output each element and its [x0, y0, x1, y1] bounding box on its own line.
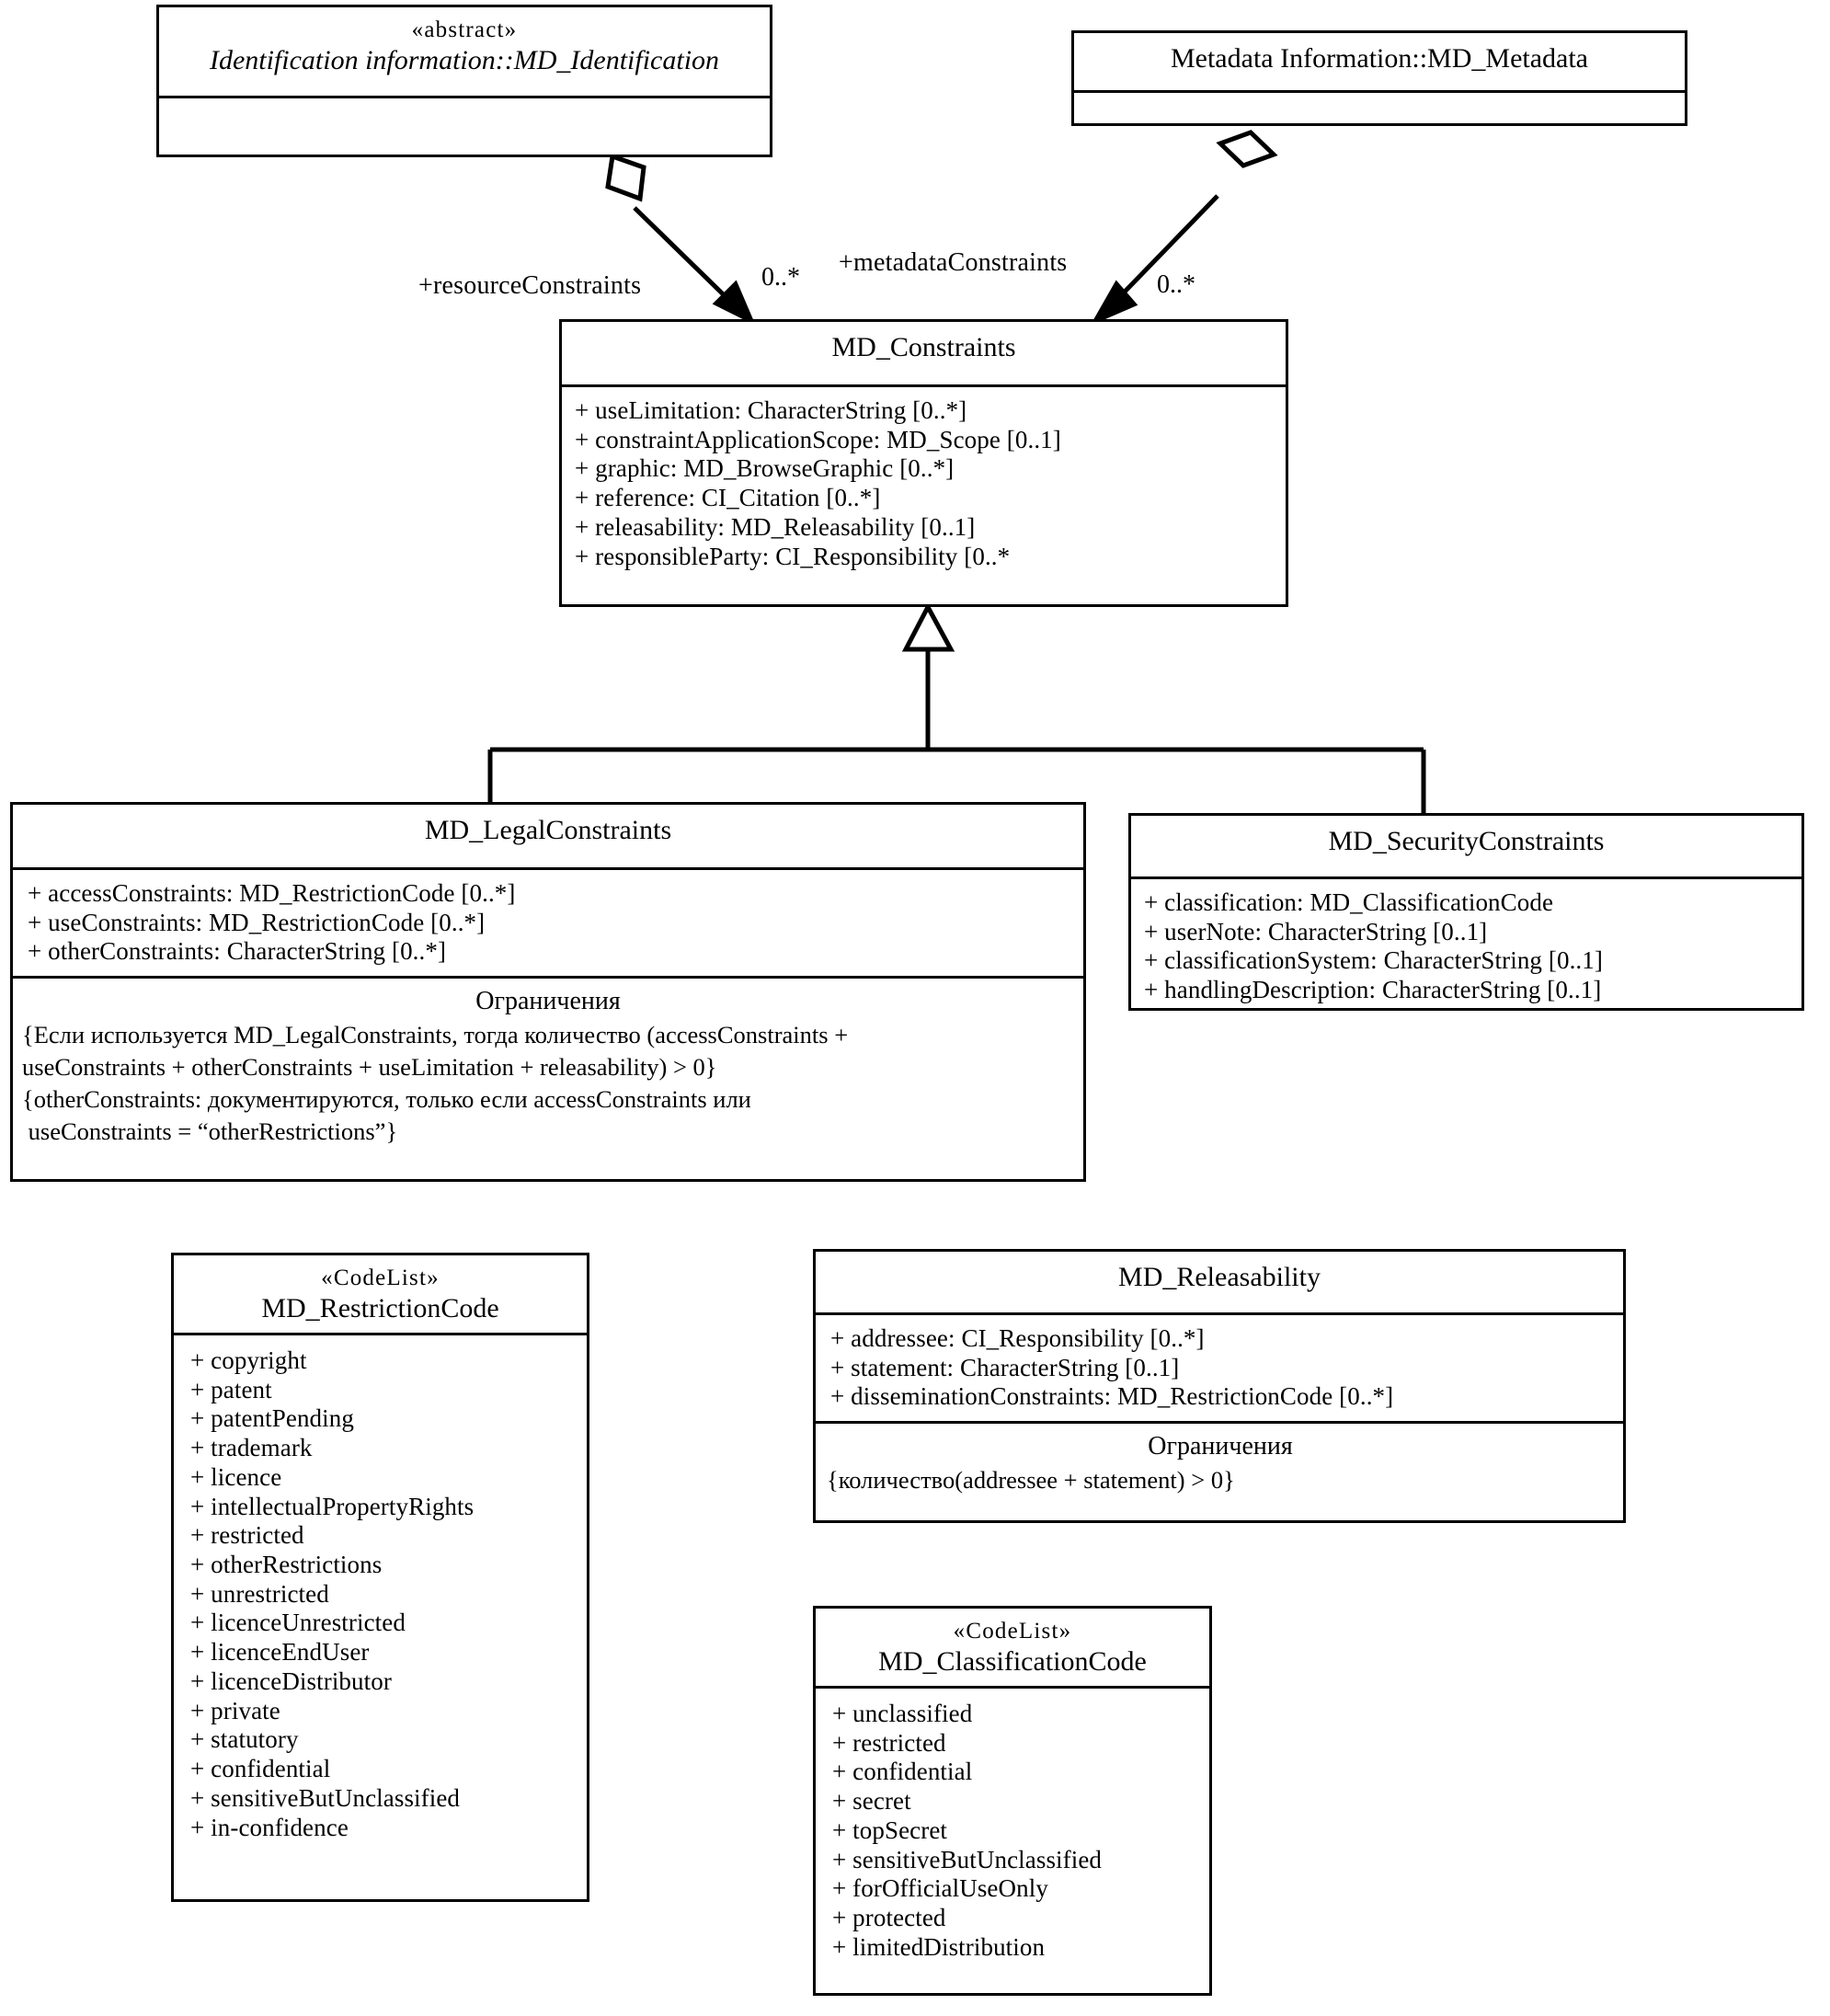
class-name-label: MD_LegalConstraints — [424, 815, 672, 845]
attribute-row: + patentPending — [190, 1404, 354, 1433]
class-name-label: MD_ClassificationCode — [878, 1645, 1147, 1677]
class-name-label: MD_Releasability — [1118, 1262, 1321, 1292]
attribute-row: + topSecret — [832, 1816, 948, 1844]
attribute-row: + licence — [190, 1462, 282, 1491]
attribute-row: + patent — [190, 1375, 272, 1403]
class-header: «CodeList» MD_ClassificationCode — [816, 1609, 1209, 1686]
class-header: MD_LegalConstraints — [13, 805, 1083, 867]
attribute-row: + userNote: CharacterString [0..1] — [1144, 917, 1488, 945]
class-md-legal-constraints[interactable]: MD_LegalConstraints + accessConstraints:… — [10, 802, 1086, 1182]
attribute-row: + trademark — [190, 1434, 313, 1462]
class-name-label: MD_SecurityConstraints — [1328, 826, 1605, 856]
attribute-row: + disseminationConstraints: MD_Restricti… — [830, 1382, 1394, 1411]
generalization-tree — [487, 601, 1426, 813]
class-md-classification-code[interactable]: «CodeList» MD_ClassificationCode + uncla… — [813, 1606, 1212, 1996]
attribute-row: + licenceDistributor — [190, 1667, 392, 1695]
constraints-compartment: Ограничения {количество(addressee + stat… — [816, 1421, 1623, 1509]
attribute-row: + responsibleParty: CI_Responsibility [0… — [575, 542, 1011, 570]
attribute-row: + addressee: CI_Responsibility [0..*] — [830, 1324, 1205, 1352]
attribute-row: + restricted — [190, 1521, 304, 1550]
attribute-row: + secret — [832, 1787, 911, 1816]
attribute-row: + licenceUnrestricted — [190, 1609, 406, 1637]
attribute-row: + unrestricted — [190, 1579, 329, 1608]
empty-compartment — [172, 108, 761, 150]
attribute-row: + statutory — [190, 1725, 299, 1754]
class-header: Metadata Information::MD_Metadata — [1074, 33, 1685, 90]
attribute-row: + in-confidence — [190, 1813, 349, 1841]
attributes-compartment: + accessConstraints: MD_RestrictionCode … — [13, 867, 1083, 976]
stereotype-label: «abstract» — [411, 17, 518, 42]
stereotype-label: «CodeList» — [321, 1266, 440, 1290]
association-multiplicity-resource: 0..* — [761, 263, 800, 292]
attribute-row: + intellectualPropertyRights — [190, 1492, 475, 1520]
attributes-compartment: + unclassified + restricted + confidenti… — [816, 1686, 1209, 1971]
attribute-row: + sensitiveButUnclassified — [832, 1845, 1103, 1873]
attributes-compartment — [159, 96, 770, 159]
attribute-row: + unclassified — [832, 1700, 973, 1727]
attribute-row: + licenceEndUser — [190, 1638, 370, 1667]
class-md-constraints[interactable]: MD_Constraints + useLimitation: Characte… — [559, 319, 1288, 607]
class-header: «abstract» Identification information::M… — [159, 7, 770, 96]
attributes-compartment: + classification: MD_ClassificationCode … — [1131, 876, 1801, 1014]
association-role-metadata-constraints: +metadataConstraints — [839, 248, 1068, 277]
constraints-compartment: Ограничения {Если используется MD_LegalC… — [13, 976, 1083, 1161]
class-name-label: Metadata Information::MD_Metadata — [1170, 43, 1588, 74]
class-header: MD_Constraints — [562, 322, 1286, 384]
constraint-line: {Если используется MD_LegalConstraints, … — [22, 1020, 849, 1048]
constraint-line: useConstraints + otherConstraints + useL… — [22, 1052, 717, 1081]
attribute-row: + sensitiveButUnclassified — [190, 1783, 461, 1812]
attributes-compartment: + useLimitation: CharacterString [0..*] … — [562, 384, 1286, 580]
attribute-row: + graphic: MD_BrowseGraphic [0..*] — [575, 454, 955, 483]
attribute-row: + useConstraints: MD_RestrictionCode [0.… — [28, 908, 486, 936]
attribute-row: + confidential — [832, 1758, 973, 1786]
class-header: MD_SecurityConstraints — [1131, 816, 1801, 876]
attribute-row: + restricted — [832, 1728, 946, 1757]
attribute-row: + private — [190, 1696, 280, 1724]
attribute-row: + otherConstraints: CharacterString [0..… — [28, 937, 447, 966]
attribute-row: + useLimitation: CharacterString [0..*] — [575, 396, 967, 424]
class-header: MD_Releasability — [816, 1252, 1623, 1312]
attributes-compartment — [1074, 90, 1685, 126]
class-md-security-constraints[interactable]: MD_SecurityConstraints + classification:… — [1128, 813, 1804, 1011]
class-name-label: MD_Constraints — [831, 332, 1016, 362]
attribute-row: + classification: MD_ClassificationCode — [1144, 888, 1554, 916]
constraint-line: {количество(addressee + statement) > 0} — [827, 1465, 1235, 1494]
class-name-label: MD_RestrictionCode — [261, 1292, 499, 1323]
association-role-resource-constraints: +resourceConstraints — [418, 271, 642, 300]
attribute-row: + limitedDistribution — [832, 1932, 1046, 1961]
constraint-line: useConstraints = “otherRestrictions”} — [22, 1117, 398, 1145]
class-md-metadata[interactable]: Metadata Information::MD_Metadata — [1071, 30, 1687, 126]
attribute-row: + reference: CI_Citation [0..*] — [575, 484, 881, 512]
class-md-restriction-code[interactable]: «CodeList» MD_RestrictionCode + copyrigh… — [171, 1253, 589, 1902]
attribute-row: + protected — [832, 1904, 946, 1932]
attribute-row: + accessConstraints: MD_RestrictionCode … — [28, 879, 516, 907]
class-md-releasability[interactable]: MD_Releasability + addressee: CI_Respons… — [813, 1249, 1626, 1523]
attribute-row: + releasability: MD_Releasability [0..1] — [575, 512, 976, 541]
constraints-title: Ограничения — [1148, 1432, 1293, 1461]
constraint-line: {otherConstraints: документируются, толь… — [22, 1084, 751, 1113]
attribute-row: + constraintApplicationScope: MD_Scope [… — [575, 425, 1061, 453]
attribute-row: + classificationSystem: CharacterString … — [1144, 946, 1603, 975]
attribute-row: + otherRestrictions — [190, 1551, 383, 1579]
attributes-compartment: + addressee: CI_Responsibility [0..*] + … — [816, 1312, 1623, 1421]
attribute-row: + confidential — [190, 1755, 331, 1783]
attribute-row: + copyright — [190, 1346, 307, 1374]
attribute-row: + forOfficialUseOnly — [832, 1874, 1048, 1903]
stereotype-label: «CodeList» — [953, 1619, 1072, 1644]
attribute-row: + statement: CharacterString [0..1] — [830, 1353, 1180, 1381]
association-multiplicity-metadata: 0..* — [1157, 270, 1195, 299]
class-header: «CodeList» MD_RestrictionCode — [174, 1255, 587, 1333]
attribute-row: + handlingDescription: CharacterString [… — [1144, 976, 1602, 1004]
constraints-title: Ограничения — [475, 987, 621, 1016]
class-name-label: Identification information::MD_Identific… — [209, 44, 720, 75]
class-md-identification[interactable]: «abstract» Identification information::M… — [156, 5, 772, 157]
attributes-compartment: + copyright + patent + patentPending + t… — [174, 1333, 587, 1851]
